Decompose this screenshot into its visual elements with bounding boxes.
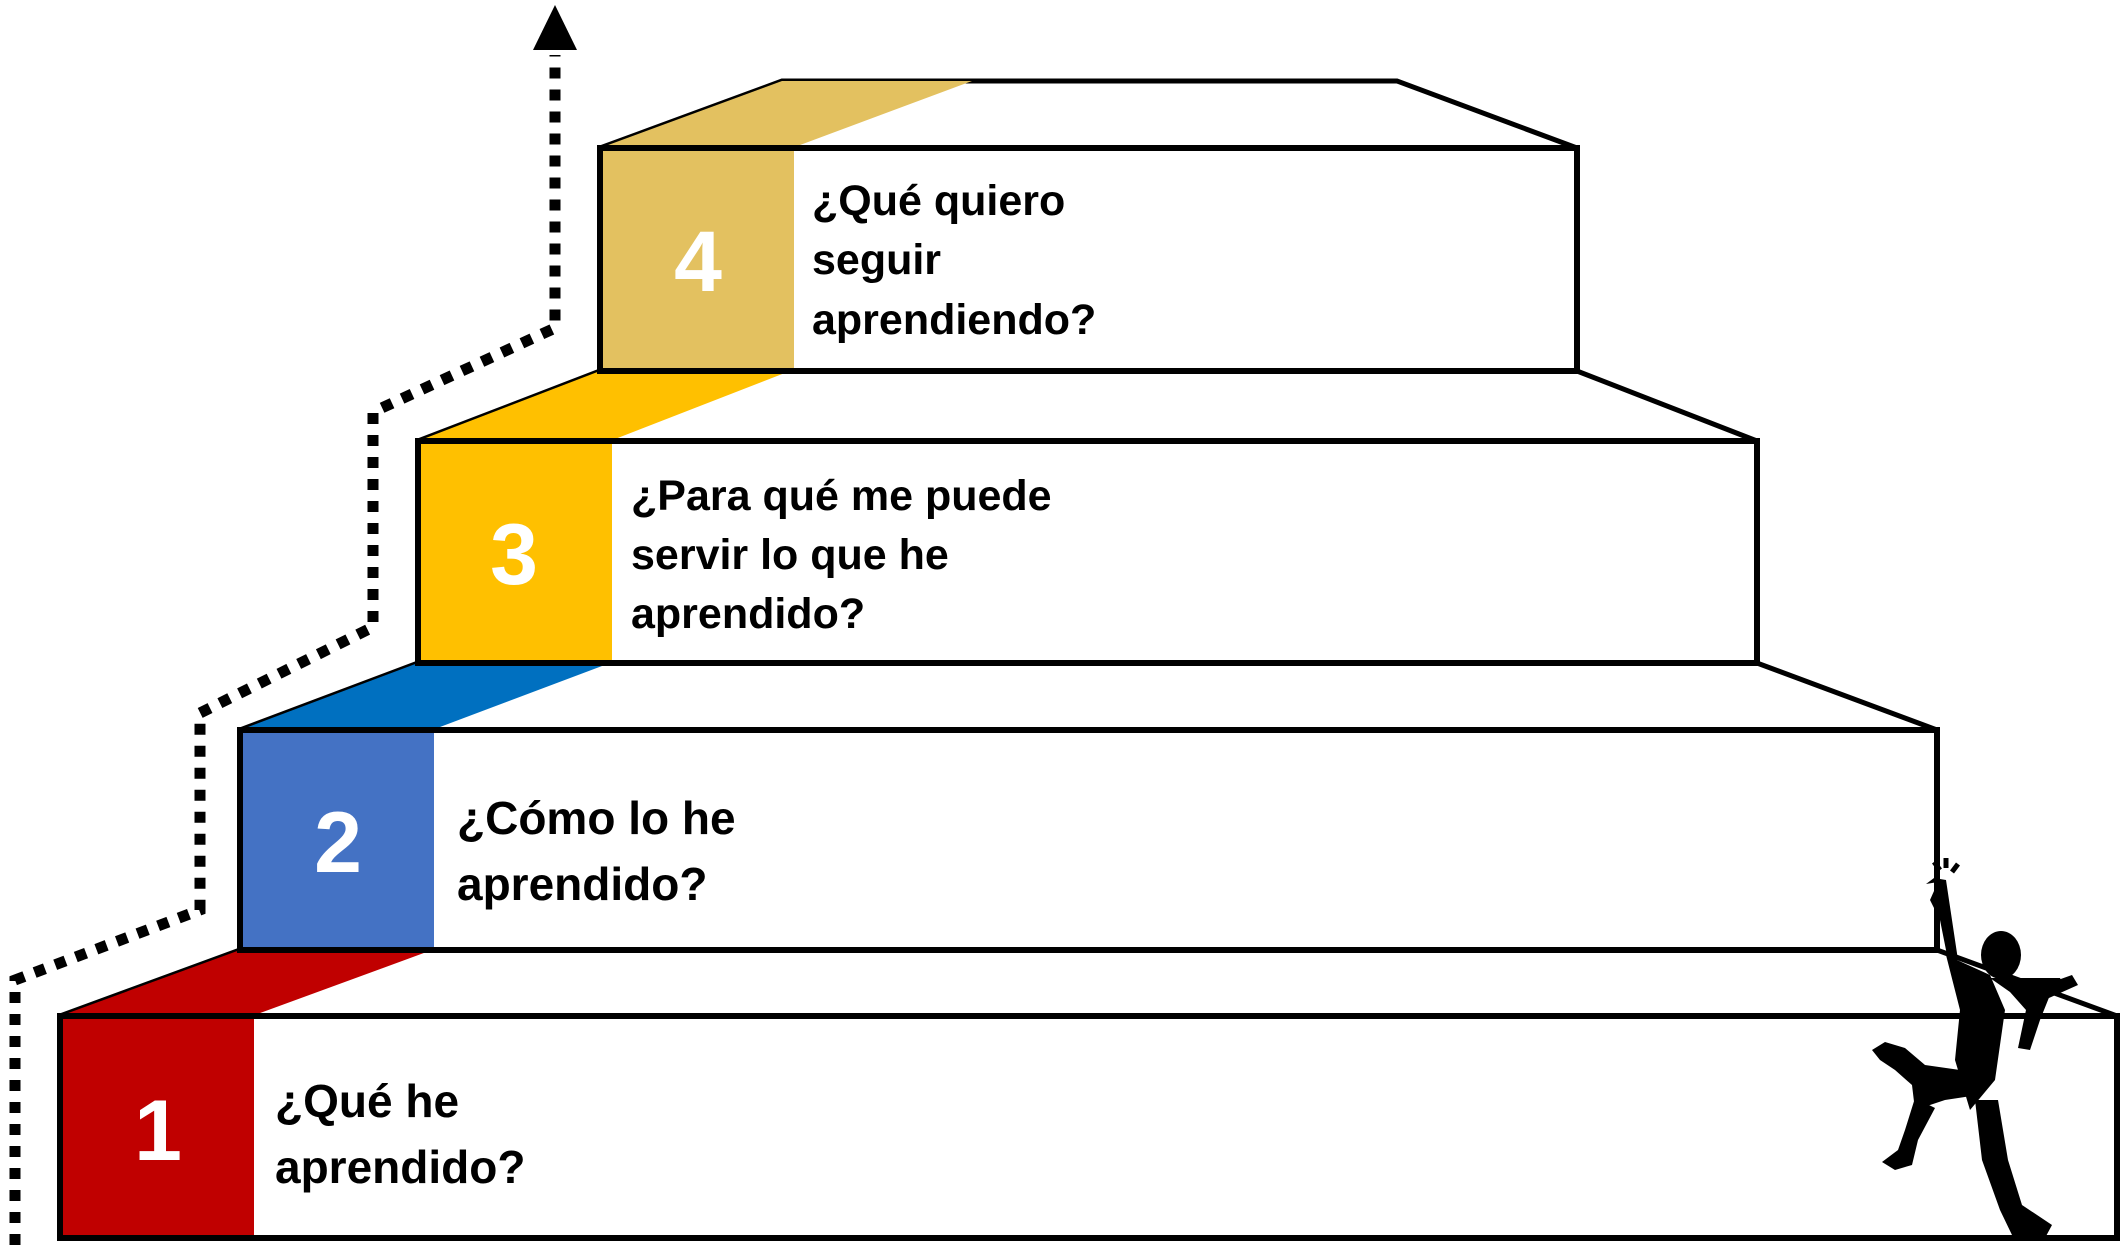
step-2-color-block [243,733,434,947]
dotted-path-line [9,55,561,1245]
up-arrow-icon [533,5,577,50]
step-1-label: ¿Qué he aprendido? [275,1075,525,1193]
dotted-path-arrow [9,5,577,1245]
step-2-box [237,727,1940,953]
step-4-number: 4 [674,214,722,310]
step-4: 4 ¿Qué quiero seguir aprendiendo? [597,78,1580,374]
step-3-color-block [421,444,612,660]
step-3-box [415,438,1760,666]
step-3-top-color-band [418,371,790,441]
step-2-top-color-band [240,663,610,730]
step-4-top-color-band [600,81,972,148]
step-1-top-color-band [60,950,432,1016]
step-1: 1 ¿Qué he aprendido? [57,947,2120,1241]
climber-silhouette-icon [1872,858,2078,1238]
step-1-box [57,1013,2120,1241]
step-2: 2 ¿Cómo lo he aprendido? [237,660,1940,953]
step-2-number: 2 [314,795,362,891]
step-1-number: 1 [134,1083,182,1179]
step-4-label: ¿Qué quiero seguir aprendiendo? [812,177,1096,344]
step-4-color-block [603,151,794,368]
step-3: 3 ¿Para qué me puede servir lo que he ap… [415,368,1760,666]
step-2-label: ¿Cómo lo he aprendido? [457,792,748,910]
step-1-color-block [63,1019,254,1235]
step-3-label: ¿Para qué me puede servir lo que he apre… [631,472,1064,638]
step-3-number: 3 [490,507,538,603]
